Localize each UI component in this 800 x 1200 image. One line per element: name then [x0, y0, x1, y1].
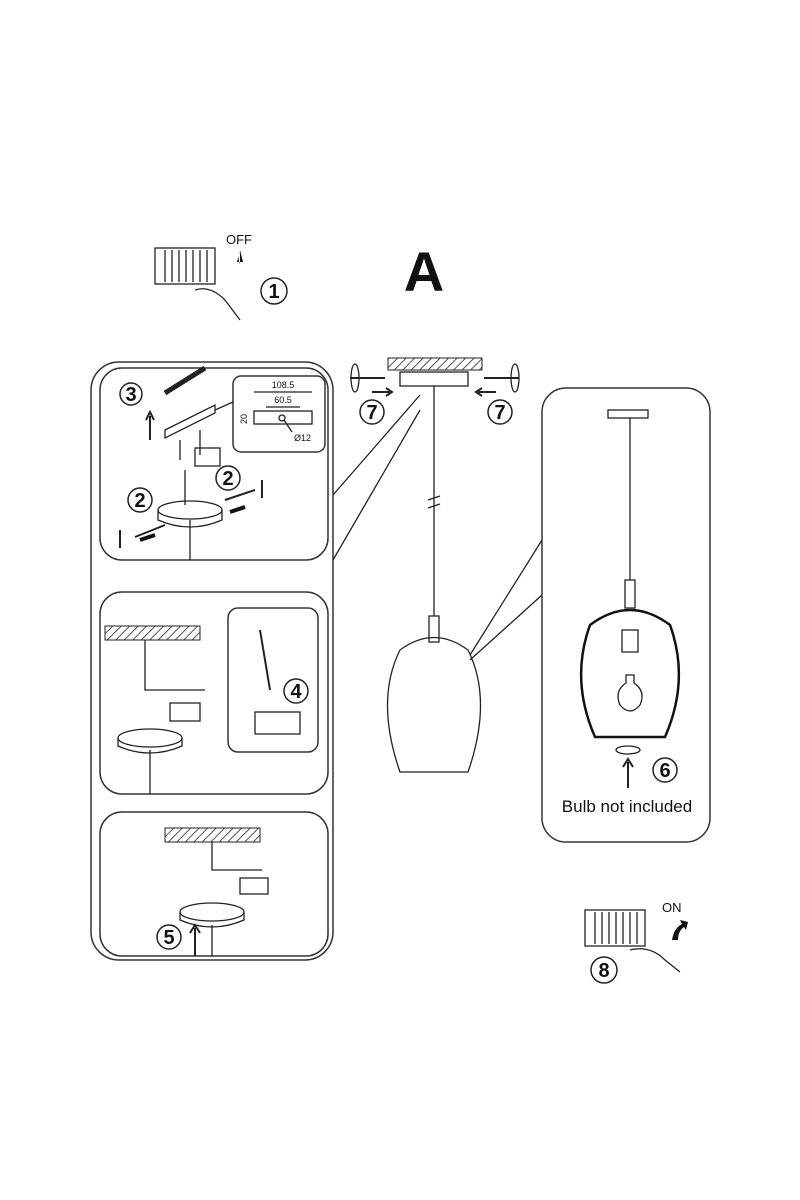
mounting-bracket: [164, 403, 216, 440]
ceiling-icon: [387, 357, 483, 371]
step-number: 3: [125, 384, 136, 406]
glass-shade: [386, 637, 482, 773]
panel-step-6: 6 Bulb not included: [541, 387, 711, 843]
off-label: OFF: [226, 232, 252, 247]
breaker-box-icon: [584, 909, 646, 947]
arrow-up-icon: [145, 409, 155, 440]
bracket-dimensions-inset: [232, 375, 326, 453]
wiring-detail-inset: [227, 607, 319, 753]
step-number: 2: [222, 468, 233, 490]
step-number: 7: [366, 402, 377, 424]
step-number: 4: [290, 681, 302, 703]
step-number: 8: [598, 960, 609, 982]
variant-letter: A: [404, 240, 444, 303]
step-number: 1: [268, 281, 279, 303]
pendant-lamp: 7 7: [350, 357, 520, 773]
lamp-socket: [621, 629, 639, 653]
arrow-up-icon: [622, 757, 634, 788]
arrow-down-icon: [237, 250, 243, 264]
dimension-height: 20: [239, 414, 249, 424]
arrow-right-icon: [372, 387, 394, 397]
dimension-outer-width: 108.5: [272, 380, 295, 390]
arrow-left-icon: [139, 533, 156, 542]
step-1-power-off: OFF 1: [154, 232, 288, 321]
arrow-right-icon: [229, 505, 246, 514]
screwdriver-icon: [119, 524, 166, 548]
breaker-box-icon: [154, 247, 216, 285]
screwdriver-icon: [259, 629, 271, 691]
ceiling-icon: [163, 365, 207, 396]
callout-lines: [332, 394, 421, 561]
step-number: 7: [494, 402, 505, 424]
hand-icon: [629, 948, 681, 973]
dimension-inner-width: 60.5: [274, 395, 292, 405]
panel-step-5: 5: [99, 811, 329, 957]
canopy: [607, 409, 649, 419]
terminal-block: [194, 447, 221, 467]
step-number: 6: [659, 760, 670, 782]
ceiling-icon: [104, 625, 201, 641]
bulb-note: Bulb not included: [562, 797, 692, 816]
glass-shade: [579, 608, 681, 739]
arrow-up-icon: [189, 923, 201, 956]
hand-icon: [194, 288, 241, 321]
callout-lines: [469, 539, 543, 661]
dimension-hole: Ø12: [294, 433, 311, 443]
arrow-left-icon: [474, 387, 496, 397]
arrow-up-icon: [672, 920, 688, 940]
rotate-icon: [615, 745, 641, 755]
ceiling-icon: [164, 827, 261, 843]
canopy: [399, 371, 469, 387]
terminal-block: [169, 702, 201, 722]
screwdriver-icon: [224, 480, 263, 501]
on-label: ON: [662, 900, 682, 915]
step-number: 5: [163, 927, 174, 949]
step-8-power-on: ON 8: [584, 900, 688, 984]
terminal-block: [239, 877, 269, 895]
step-number: 2: [134, 490, 145, 512]
panel-step-3-2: 3 108.5 60.5 20 Ø12 2 2: [99, 365, 329, 561]
panel-step-4: 4: [99, 591, 329, 795]
light-bulb-icon: [617, 674, 643, 712]
